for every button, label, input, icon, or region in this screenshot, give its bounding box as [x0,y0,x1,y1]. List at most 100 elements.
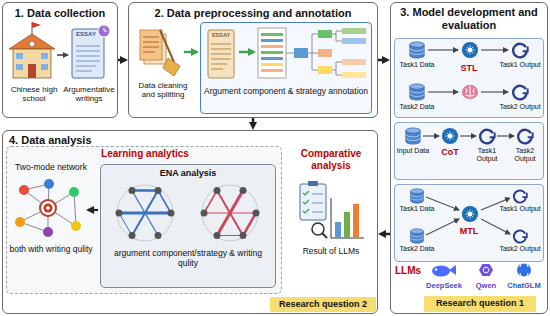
model-icons [462,42,478,58]
ena-network [214,232,221,239]
essay-icon [211,44,231,69]
model-icons [442,128,458,144]
llm-logos [432,263,531,277]
flow-arrow [239,51,254,54]
flow-arrow [481,219,510,234]
essay-icon [76,46,100,71]
result-chart-icon [344,212,350,238]
icon-label: Input Data [396,147,430,155]
ena-network [117,185,173,241]
method-label: MTL [450,226,488,236]
two-mode-network [71,221,81,231]
two-mode-network [15,217,25,227]
icon-label: Task1 Output [497,205,543,213]
model-name: ChatGLM [503,282,545,291]
flow-arrow [426,219,459,235]
ena-network [217,191,243,236]
annotation-graphic [342,59,366,65]
result-chart-icon [303,191,309,213]
ena-network [116,210,123,217]
icon-label: Two-mode network [9,163,93,173]
icon-label: Task2 Output [497,245,543,253]
ena-network [168,210,175,217]
llm-logos [520,263,528,277]
essay-icon [208,30,234,78]
llm-logos [479,264,493,276]
annotation-graphic [258,28,286,78]
result-chart-icon [335,222,341,238]
ena-network [119,213,132,236]
llm-logos [435,268,437,270]
model-icons [406,42,533,243]
icon-label: Data cleaning and splitting [131,81,195,99]
flow-arrow [497,135,514,136]
annotation-graphic [261,33,283,36]
icon-label: Task2 Data [396,245,438,253]
two-mode-network [74,192,76,226]
model-icons [518,130,532,144]
model-icons [411,189,424,203]
school-icon [29,41,35,47]
icon-label: Task2 Output [497,103,543,111]
method-label: STL [450,63,488,73]
result-chart-icon [353,204,359,238]
panel: 2. Data preprocessing and annotationData… [128,2,378,118]
box-fill [100,164,276,288]
model-icons [514,190,527,202]
ena-network [240,232,247,239]
result-chart-icon [331,198,364,238]
annotation-graphic [261,51,283,54]
ena-network [158,191,171,214]
ena-network [201,210,208,217]
icon-label: Result of LLMs [287,247,375,257]
box-fill [6,22,544,294]
two-mode-network [69,187,79,197]
school-icon [16,64,23,70]
annotation-graphic [342,38,366,44]
panel-title: 4. Data analysis [9,134,149,147]
flow-arrow [481,91,508,92]
annotation-graphic [261,69,283,72]
research-question-tab: Research question 1 [424,296,536,312]
tab-label: Research question 1 [424,298,536,308]
panel-title: 2. Data preprocessing and annotation [129,7,377,20]
annotation-graphic [258,28,366,78]
icon-label: Task2 Output [507,147,543,163]
research-question-tab: Research question 2 [270,297,376,312]
annotation-graphic [318,66,332,74]
flow-connector [118,59,124,62]
ena-network [202,185,258,241]
ena-network [116,187,175,239]
cleaning-icon [160,30,174,62]
ena-network [132,191,158,236]
school-icon [41,64,48,70]
flow-arrow [481,49,508,50]
result-chart-icon [308,181,318,186]
cleaning-icon [143,37,159,52]
panel-title: 1. Data collection [3,7,117,20]
section-label: Comparative analysis [287,148,375,171]
flow-arrow [184,51,197,54]
annotation-graphic [294,48,308,58]
model-icons [462,85,478,99]
ena-network [204,191,256,236]
method-box: Input DataCoTTask1 OutputTask2 Output [394,122,544,180]
school-icon [41,53,48,59]
two-mode-network [43,227,53,237]
box-fill [394,184,544,262]
annotation-graphic [261,45,283,48]
model-group-label: LLMs [395,265,425,277]
flow-arrow [428,91,458,92]
two-mode-network [20,184,76,232]
panel-title: 3. Model development and evaluation [391,6,547,31]
icon-word: ESSAY [74,31,98,38]
result-chart-icon [300,181,364,238]
result-chart-icon [300,184,326,220]
ena-box: ENA analysisargument component/strategy … [100,164,276,288]
icon-label: Task1 Data [396,205,438,213]
box-label: Argument component & strategy annotation [203,87,369,97]
model-icons [462,206,478,222]
model-icons [513,86,527,100]
